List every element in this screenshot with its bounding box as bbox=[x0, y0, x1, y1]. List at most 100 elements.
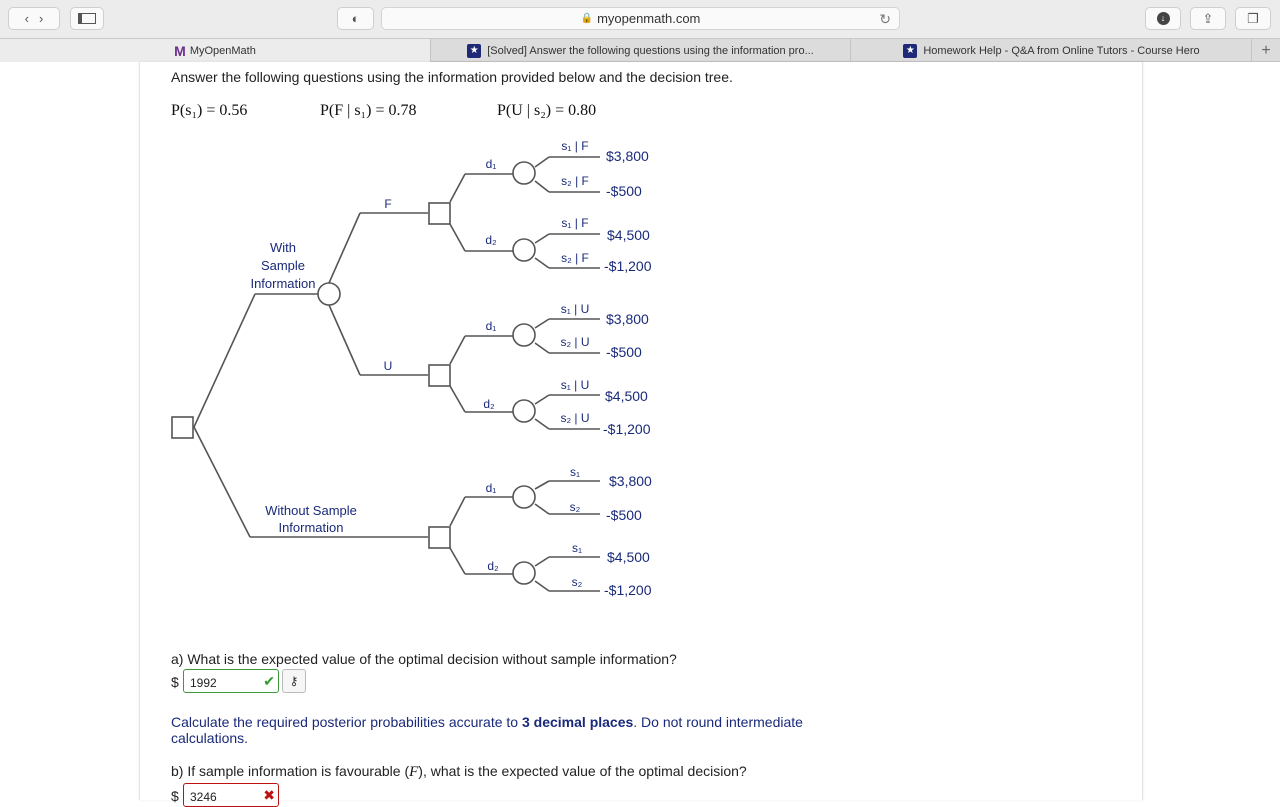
tab-bar: M MyOpenMath ★ [Solved] Answer the follo… bbox=[0, 38, 1280, 62]
chance-node bbox=[512, 561, 536, 585]
new-tab-button[interactable]: + bbox=[1251, 39, 1280, 62]
payoff-label: -$500 bbox=[606, 507, 642, 523]
tab-label: MyOpenMath bbox=[189, 44, 256, 57]
chance-node bbox=[512, 161, 536, 185]
part-a-answer-input[interactable]: 1992 ✔ bbox=[183, 669, 279, 693]
payoff-label: $4,500 bbox=[607, 227, 650, 243]
tab-label: Homework Help - Q&A from Online Tutors -… bbox=[923, 44, 1200, 57]
d1-label: d₁ bbox=[486, 319, 497, 333]
prob-f-given-s1: P(F | s₁) = 0.78 bbox=[320, 102, 417, 119]
sample-chance-node bbox=[317, 282, 341, 306]
part-b-text: b) If sample information is favourable ( bbox=[171, 763, 410, 779]
downloads-button[interactable]: ↓ bbox=[1145, 7, 1181, 30]
chance-node bbox=[512, 485, 536, 509]
state-label: s₁ | U bbox=[561, 378, 590, 392]
chance-node bbox=[512, 238, 536, 262]
part-a-answer-value: 1992 bbox=[190, 676, 217, 690]
key-icon: ⚷ bbox=[289, 674, 299, 688]
without-label-2: Information bbox=[278, 520, 343, 535]
myopenmath-logo-icon: M bbox=[174, 42, 186, 59]
d2-label: d₂ bbox=[487, 559, 499, 573]
decision-node-f bbox=[428, 202, 451, 225]
part-b-question: b) If sample information is favourable (… bbox=[171, 763, 747, 781]
payoff-label: -$500 bbox=[606, 344, 642, 360]
url-text: myopenmath.com bbox=[597, 11, 701, 26]
part-b-answer-input[interactable]: 3246 ✖ bbox=[183, 783, 279, 807]
with-label-3: Information bbox=[250, 276, 315, 291]
with-label-2: Sample bbox=[261, 258, 305, 273]
instruction-line-2: calculations. bbox=[171, 730, 249, 746]
decision-node-u bbox=[428, 364, 451, 387]
state-label: s₂ bbox=[572, 575, 583, 589]
forward-icon[interactable]: › bbox=[39, 11, 44, 26]
download-icon: ↓ bbox=[1156, 12, 1170, 25]
part-b-var: F bbox=[409, 764, 419, 780]
show-answer-button[interactable]: ⚷ bbox=[282, 669, 306, 693]
state-label: s₁ bbox=[570, 465, 580, 479]
part-b-answer-value: 3246 bbox=[190, 790, 217, 804]
browser-toolbar: ‹ › ◐ 🔒 myopenmath.com ↻ ↓ ⇪ ❐ bbox=[0, 0, 1280, 38]
shield-icon: ◐ bbox=[351, 11, 360, 26]
question-intro: Answer the following questions using the… bbox=[171, 69, 733, 85]
star-icon: ★ bbox=[903, 43, 918, 58]
payoff-label: -$500 bbox=[606, 183, 642, 199]
question-page bbox=[139, 62, 1143, 800]
part-b-currency: $ bbox=[171, 788, 179, 804]
tab-label: [Solved] Answer the following questions … bbox=[487, 44, 814, 57]
share-icon: ⇪ bbox=[1202, 10, 1214, 26]
tab-coursehero[interactable]: ★ Homework Help - Q&A from Online Tutors… bbox=[850, 39, 1252, 62]
reload-icon[interactable]: ↻ bbox=[879, 11, 891, 27]
x-icon: ✖ bbox=[263, 787, 275, 803]
back-forward-buttons[interactable]: ‹ › bbox=[8, 7, 60, 30]
state-label: s₂ | U bbox=[560, 411, 589, 425]
lock-icon: 🔒 bbox=[580, 13, 594, 24]
payoff-label: $4,500 bbox=[605, 388, 648, 404]
payoff-label: $4,500 bbox=[607, 549, 650, 565]
state-label: s₁ bbox=[572, 541, 582, 555]
without-label-1: Without Sample bbox=[265, 503, 357, 518]
prob-u-given-s2: P(U | s₂) = 0.80 bbox=[497, 102, 597, 119]
state-label: s₂ bbox=[570, 500, 581, 514]
tabs-overview-button[interactable]: ❐ bbox=[1235, 7, 1271, 30]
state-label: s₂ | F bbox=[561, 251, 589, 265]
root-decision-node bbox=[171, 416, 194, 439]
chance-node bbox=[512, 323, 536, 347]
d1-label: d₁ bbox=[486, 157, 497, 171]
with-label-1: With bbox=[270, 240, 296, 255]
part-a-currency: $ bbox=[171, 674, 179, 690]
payoff-label: $3,800 bbox=[606, 148, 649, 164]
state-label: s₁ | F bbox=[561, 139, 588, 153]
privacy-button[interactable]: ◐ bbox=[337, 7, 374, 30]
sidebar-icon bbox=[78, 13, 96, 24]
part-b-text: ), what is the expected value of the opt… bbox=[418, 763, 747, 779]
instruction-text: Calculate the required posterior probabi… bbox=[171, 714, 522, 730]
tab-solved[interactable]: ★ [Solved] Answer the following question… bbox=[430, 39, 850, 62]
d2-label: d₂ bbox=[483, 397, 495, 411]
branch-u-label: U bbox=[384, 359, 393, 373]
star-icon: ★ bbox=[467, 43, 482, 58]
payoff-label: -$1,200 bbox=[603, 421, 651, 437]
address-bar[interactable]: 🔒 myopenmath.com ↻ bbox=[381, 7, 900, 30]
instruction-line-1: Calculate the required posterior probabi… bbox=[171, 714, 803, 730]
state-label: s₂ | U bbox=[560, 335, 589, 349]
sidebar-button[interactable] bbox=[70, 7, 104, 30]
check-icon: ✔ bbox=[263, 673, 275, 689]
state-label: s₂ | F bbox=[561, 174, 589, 188]
branch-f-label: F bbox=[384, 197, 391, 211]
d1-label: d₁ bbox=[486, 481, 497, 495]
share-button[interactable]: ⇪ bbox=[1190, 7, 1226, 30]
back-icon[interactable]: ‹ bbox=[24, 11, 29, 26]
tab-myopenmath[interactable]: M MyOpenMath bbox=[0, 39, 430, 62]
part-a-question: a) What is the expected value of the opt… bbox=[171, 651, 677, 667]
decision-node-without bbox=[428, 526, 451, 549]
chance-node bbox=[512, 399, 536, 423]
d2-label: d₂ bbox=[485, 233, 497, 247]
payoff-label: -$1,200 bbox=[604, 258, 652, 274]
state-label: s₁ | U bbox=[561, 302, 590, 316]
instruction-bold: 3 decimal places bbox=[521, 714, 634, 730]
state-label: s₁ | F bbox=[561, 216, 588, 230]
payoff-label: $3,800 bbox=[609, 473, 652, 489]
payoff-label: $3,800 bbox=[606, 311, 649, 327]
plus-icon: + bbox=[1261, 41, 1271, 59]
